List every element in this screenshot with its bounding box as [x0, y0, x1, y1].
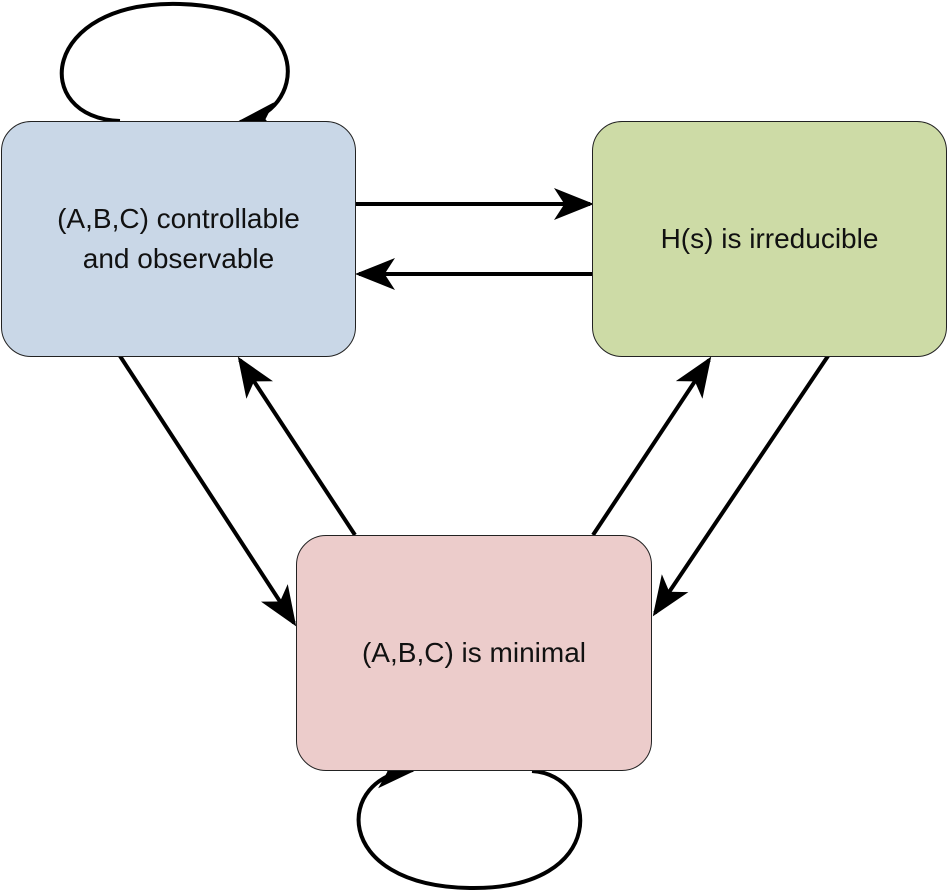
edge-self-loop-minimal [356, 756, 583, 891]
node-irreducible: H(s) is irreducible [592, 121, 947, 357]
node-irreducible-label: H(s) is irreducible [660, 223, 879, 254]
edge-minimal-to-irreducible [591, 356, 712, 537]
node-minimal-label: (A,B,C) is minimal [361, 637, 586, 668]
edge-controllable-to-minimal [118, 354, 297, 627]
edge-self-loop-controllable [59, 1, 290, 134]
node-controllable-observable-line1: (A,B,C) controllable [57, 203, 300, 234]
node-controllable-observable-line2: and observable [82, 243, 275, 274]
edge-minimal-to-controllable [237, 356, 357, 537]
edge-irreducible-to-minimal [652, 354, 830, 617]
node-controllable-observable: (A,B,C) controllable and observable [1, 121, 356, 357]
node-controllable-observable-label: (A,B,C) controllable and observable [57, 199, 300, 279]
node-minimal: (A,B,C) is minimal [296, 535, 652, 771]
